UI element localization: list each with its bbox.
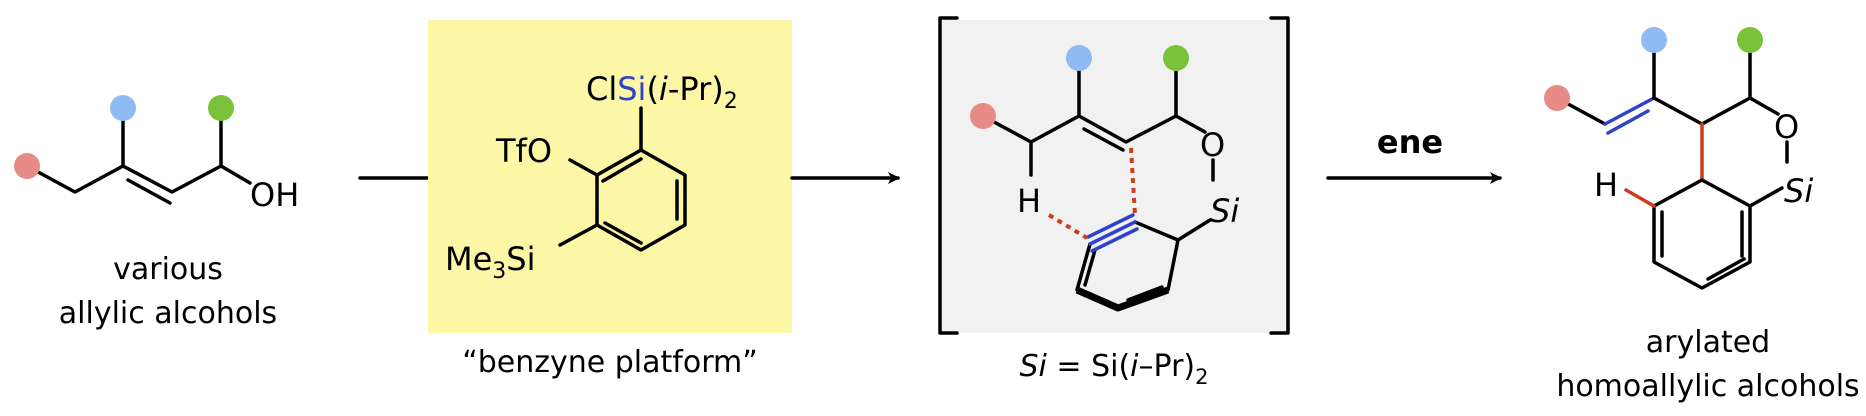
product-chain xyxy=(1652,96,1780,126)
intermediate-hydrogen-label: H xyxy=(1017,182,1041,220)
product-oxygen-label: O xyxy=(1774,108,1799,146)
platform-caption: “benzyne platform” xyxy=(462,345,758,380)
product-structure: O Si H xyxy=(1544,27,1813,290)
intermediate-box xyxy=(940,20,1288,333)
intermediate-green-dot xyxy=(1163,45,1189,71)
allylic-alcohol-structure: OH xyxy=(14,95,299,214)
allylic-alcohol-skeleton xyxy=(25,164,252,194)
platform-trimethylsilyl-label: Me3Si xyxy=(445,240,536,284)
product-silicon-label: Si xyxy=(1784,172,1813,210)
intermediate-oxygen-label: O xyxy=(1200,126,1225,164)
product-caption-line2: homoallylic alcohols xyxy=(1556,369,1859,404)
platform-triflate-label: TfO xyxy=(495,132,552,170)
product-blue-dot xyxy=(1641,27,1667,53)
product-benzene-ring xyxy=(1652,178,1752,290)
benzyne-platform-structure: ClSi(i-Pr)2 TfO Me3Si xyxy=(445,70,738,284)
platform-ring-inner-bond-2 xyxy=(601,157,643,183)
aryne-triple-bond-c xyxy=(1086,213,1135,239)
product-green-dot xyxy=(1737,27,1763,53)
allylic-alcohol-double-bond xyxy=(126,178,172,205)
intermediate-silicon-label: Si xyxy=(1210,192,1239,230)
product-caption-line1: arylated xyxy=(1646,325,1770,360)
right-bracket xyxy=(1269,16,1290,335)
left-bracket xyxy=(938,16,959,335)
forming-ch-bond xyxy=(1047,213,1089,240)
intermediate-blue-dot xyxy=(1066,45,1092,71)
aryne-triple-bond-a xyxy=(1088,220,1137,246)
intermediate-structure: O Si H xyxy=(970,45,1239,312)
platform-ring-inner-bond-3 xyxy=(603,221,643,245)
red-substituent-dot xyxy=(14,153,40,179)
intermediate-red-dot xyxy=(970,103,996,129)
platform-tms-bond xyxy=(558,223,599,247)
reagent-caption-line1: various xyxy=(113,252,223,287)
forming-cc-bond xyxy=(1129,147,1137,216)
green-substituent-dot xyxy=(208,95,234,121)
product-ring-si-bond xyxy=(1748,186,1784,208)
silicon-definition: Si = Si(i–Pr)2 xyxy=(1019,349,1208,389)
intermediate-chain xyxy=(1029,114,1207,144)
reagent-caption-line2: allylic alcohols xyxy=(59,296,277,331)
hydroxyl-label: OH xyxy=(250,176,299,214)
blue-substituent-dot xyxy=(110,95,136,121)
ene-label: ene xyxy=(1377,123,1443,161)
aryne-triple-bond-b xyxy=(1090,227,1139,253)
product-alkene-blue-bond-2 xyxy=(1606,109,1650,135)
new-ch-bond xyxy=(1624,188,1656,208)
product-alkene-blue-bond xyxy=(1603,96,1656,126)
intermediate-double-bond xyxy=(1082,127,1125,152)
platform-chlorosilyl-label: ClSi(i-Pr)2 xyxy=(586,70,738,114)
aryne-inner-bond-2 xyxy=(1126,285,1164,302)
aryne-si-bond xyxy=(1176,218,1212,242)
aryne-inner-bond-1 xyxy=(1083,248,1097,287)
product-hydrogen-label: H xyxy=(1594,166,1618,204)
platform-otf-bond xyxy=(568,158,599,177)
product-ring-inner-3 xyxy=(1706,257,1746,281)
product-red-dot xyxy=(1544,85,1570,111)
aryne-ring-front-edge xyxy=(1075,286,1170,312)
